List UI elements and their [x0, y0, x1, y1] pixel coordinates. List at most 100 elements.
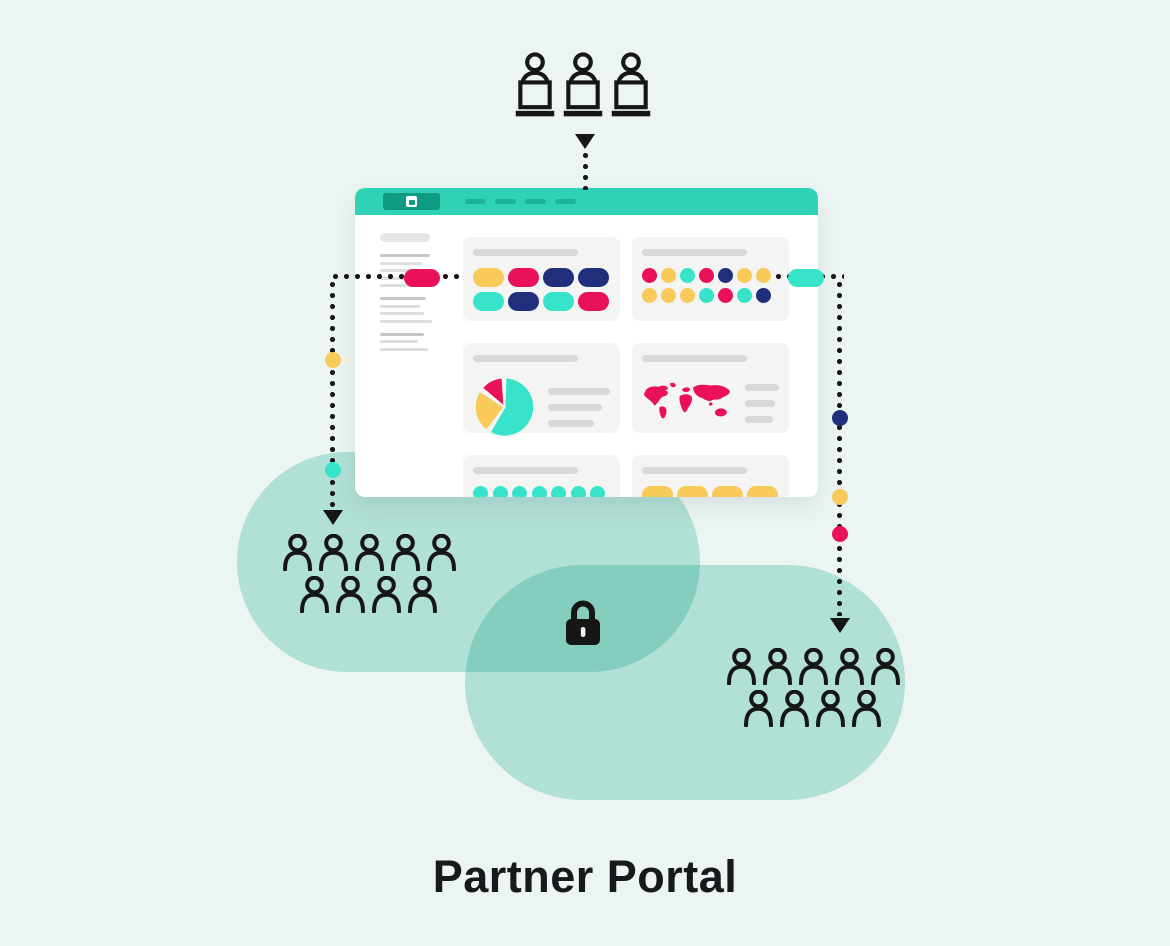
world-map-icon	[644, 382, 730, 419]
sidebar-text-line	[380, 269, 426, 272]
dot-token-yellow	[642, 288, 657, 303]
arrow-down-icon	[830, 618, 850, 633]
pill-token-yellow	[642, 486, 673, 497]
user-at-desk-icon	[515, 52, 555, 117]
flow-token-yellow-dot	[325, 352, 341, 368]
dashboard-card-dot-grid	[632, 237, 789, 321]
nav-item-placeholder[interactable]	[555, 199, 576, 204]
person-icon	[763, 648, 792, 685]
flow-token-teal-pill	[788, 269, 824, 287]
pill-token-yellow	[677, 486, 708, 497]
person-icon	[372, 576, 401, 613]
token-row	[473, 486, 610, 497]
dot-token-teal	[492, 486, 508, 497]
dot-token-crimson	[718, 288, 733, 303]
sidebar-menu-group	[380, 297, 458, 323]
app-logo	[383, 193, 440, 210]
sidebar-logo-placeholder	[380, 233, 430, 242]
dashboard-grid	[463, 237, 789, 497]
pill-token-navy	[508, 292, 539, 311]
card-text-lines	[548, 387, 610, 427]
text-line-placeholder	[548, 387, 610, 395]
person-icon	[355, 534, 384, 571]
sidebar-text-line	[380, 284, 424, 287]
partner-group-right	[725, 648, 902, 727]
flow-token-navy-dot	[832, 410, 848, 426]
person-icon	[300, 576, 329, 613]
people-row	[298, 576, 458, 613]
dot-token-teal	[699, 288, 714, 303]
dotted-line-left-horizontal	[333, 274, 463, 279]
browser-body	[355, 215, 818, 497]
pill-token-teal	[473, 292, 504, 311]
sidebar-text-line	[380, 340, 418, 343]
card-text-lines	[745, 383, 779, 423]
dot-token-yellow	[680, 288, 695, 303]
pill-token-yellow	[712, 486, 743, 497]
dashboard-card-pill-row	[632, 455, 789, 497]
arrow-down-icon	[323, 510, 343, 525]
browser-nav	[465, 199, 576, 204]
dot-token-teal	[531, 486, 547, 497]
person-icon	[283, 534, 312, 571]
dot-token-crimson	[699, 268, 714, 283]
person-icon	[391, 534, 420, 571]
card-title-placeholder	[642, 249, 747, 256]
chart-wrap	[473, 374, 610, 440]
flow-token-teal-dot	[325, 462, 341, 478]
text-line-placeholder	[745, 415, 773, 423]
person-icon	[835, 648, 864, 685]
dot-token-teal	[570, 486, 586, 497]
pill-token-yellow	[747, 486, 778, 497]
sidebar-text-line	[380, 319, 432, 323]
lock-icon	[561, 597, 605, 652]
background-blob-right	[465, 565, 905, 800]
nav-item-placeholder[interactable]	[495, 199, 516, 204]
text-line-placeholder	[745, 399, 775, 407]
card-title-placeholder	[642, 467, 747, 474]
sidebar-text-line	[380, 261, 422, 265]
text-line-placeholder	[745, 383, 779, 391]
user-at-desk-icon	[563, 52, 603, 117]
flow-token-crimson-pill	[404, 269, 440, 287]
sidebar-menu-group	[380, 332, 458, 351]
dot-token-teal	[551, 486, 566, 497]
dashboard-card-pill-grid	[463, 237, 620, 321]
dot-token-teal	[680, 268, 695, 283]
nav-item-placeholder[interactable]	[525, 199, 546, 204]
dotted-line-left-vertical	[330, 282, 335, 508]
flow-token-crimson-dot	[832, 526, 848, 542]
sidebar-text-line	[380, 312, 424, 315]
dot-token-teal	[590, 486, 605, 497]
dot-token-navy	[718, 268, 733, 283]
person-icon	[780, 690, 809, 727]
person-icon	[727, 648, 756, 685]
people-row	[725, 648, 902, 685]
token-row	[642, 288, 779, 303]
pill-token-crimson	[508, 268, 539, 287]
text-line-placeholder	[548, 419, 594, 427]
flow-token-yellow-dot	[832, 489, 848, 505]
pie-chart-icon	[473, 376, 536, 438]
sidebar-text-line	[380, 297, 426, 300]
browser-window	[355, 188, 818, 497]
page-title: Partner Portal	[432, 851, 738, 902]
sidebar	[380, 215, 458, 497]
nav-item-placeholder[interactable]	[465, 199, 486, 204]
person-icon	[816, 690, 845, 727]
chart-wrap	[642, 374, 779, 432]
token-row	[642, 486, 779, 497]
top-user-group	[513, 52, 653, 122]
dashboard-card-pie-chart	[463, 343, 620, 438]
sidebar-text-line	[380, 347, 428, 351]
dot-token-yellow	[661, 268, 676, 283]
dot-token-crimson	[642, 268, 657, 283]
dashboard-card-dot-row	[463, 455, 620, 497]
sidebar-text-line	[380, 332, 424, 336]
pill-token-crimson	[578, 292, 609, 311]
person-icon	[408, 576, 437, 613]
dot-token-teal	[512, 486, 527, 497]
sidebar-text-line	[380, 254, 430, 257]
text-line-placeholder	[548, 403, 602, 411]
